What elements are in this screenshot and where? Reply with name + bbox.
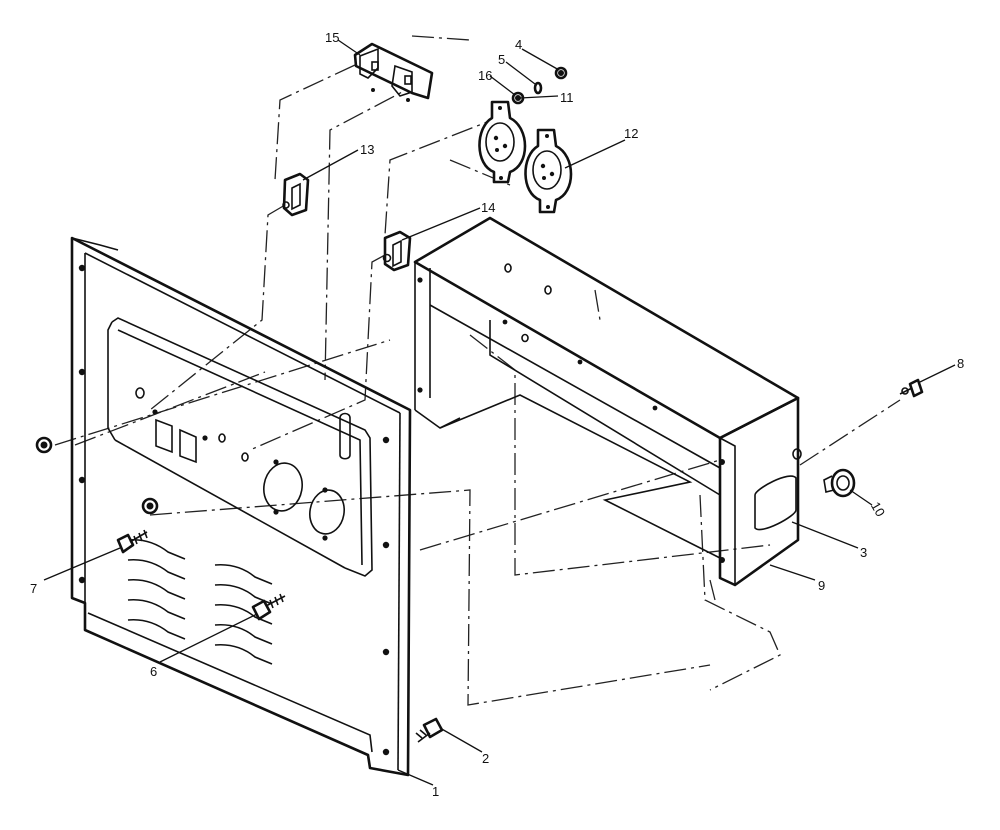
callout-4: 4 [515,37,522,52]
screw-6 [251,593,286,621]
panel-nut-left [35,436,53,454]
callout-10: 10 [868,499,888,519]
twist-lock-receptacle-12 [524,128,573,214]
callout-15: 15 [325,30,339,45]
front-panel [70,236,412,777]
callout-5: 5 [498,52,505,67]
rocker-switch [282,172,310,217]
grommet-10 [823,468,856,498]
callout-14: 14 [481,200,495,215]
callout-labels: 1 2 3 4 5 6 7 8 9 10 11 12 13 14 15 16 [30,30,964,799]
callout-3: 3 [860,545,867,560]
callout-12: 12 [624,126,638,141]
callout-6: 6 [150,664,157,679]
rear-housing [413,216,802,587]
callout-2: 2 [482,751,489,766]
panel-nut-center [141,497,159,515]
duplex-receptacle [353,42,434,102]
leader-lines [43,39,956,786]
callout-16: 16 [478,68,492,83]
callout-8: 8 [957,356,964,371]
callout-11: 11 [560,90,574,105]
callout-7: 7 [30,581,37,596]
breaker-switch [382,230,412,272]
bolt-8 [899,378,924,398]
screw-2 [415,717,444,743]
screw-7 [116,529,148,554]
callout-1: 1 [432,784,439,799]
assembly-guide-lines [54,35,901,706]
twist-lock-receptacle-11 [478,100,527,184]
callout-9: 9 [818,578,825,593]
washer-5 [533,81,543,95]
nut-4 [554,66,568,80]
callout-13: 13 [360,142,374,157]
